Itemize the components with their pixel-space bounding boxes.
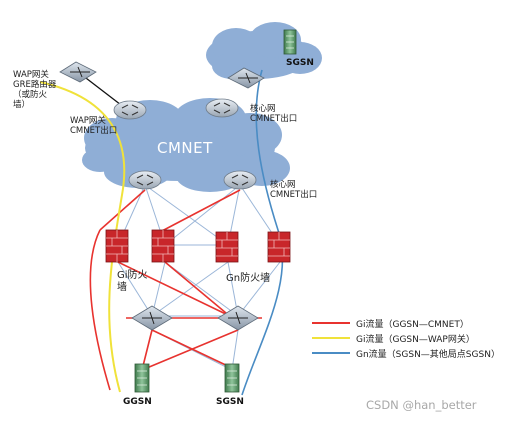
- server-icon: [283, 29, 297, 55]
- cmnet-cloud: [82, 98, 290, 192]
- firewall-icon: [215, 231, 239, 263]
- legend-item-gn: Gn流量（SGSN—其他局点SGSN）: [356, 350, 500, 360]
- switch-icon: [131, 305, 173, 331]
- router-icon: [223, 170, 257, 190]
- firewall-icon: [105, 229, 129, 263]
- gi-cmnet-traffic: [89, 189, 262, 391]
- ggsn-label: GGSN: [123, 397, 152, 407]
- switch-icon: [59, 61, 97, 83]
- core-cloud-top: [206, 22, 322, 79]
- firewall-icon: [151, 229, 175, 263]
- router-icon: [113, 100, 147, 120]
- switch-icon: [217, 305, 259, 331]
- sgsn-top-label: SGSN: [286, 58, 314, 68]
- router-icon: [205, 98, 239, 118]
- gn-firewall-label: Gn防火墙: [226, 273, 271, 284]
- switch-icon: [227, 67, 265, 89]
- wap-uplink: [81, 74, 126, 109]
- cmnet-label: CMNET: [157, 139, 213, 157]
- wap-cmnet-label: WAP网关 CMNET出口: [70, 116, 118, 136]
- router-icon: [128, 170, 162, 190]
- sgsn-bottom-label: SGSN: [216, 397, 244, 407]
- legend-item-gi-cmnet: Gi流量（GGSN—CMNET）: [356, 320, 469, 330]
- core-cmnet-top-label: 核心网 CMNET出口: [250, 104, 298, 124]
- watermark: CSDN @han_better: [366, 398, 477, 412]
- gn-traffic: [241, 69, 284, 396]
- wap-gre-label: WAP网关 GRE路由器 （或防火 墙）: [13, 70, 57, 110]
- core-cmnet-mid-label: 核心网 CMNET出口: [270, 180, 318, 200]
- firewall-icon: [267, 231, 291, 263]
- gi-firewall-label: Gi防火 墙: [117, 270, 148, 293]
- gi-wap-traffic: [39, 81, 126, 393]
- server-icon: [224, 363, 240, 393]
- server-icon: [134, 363, 150, 393]
- legend-item-gi-wap: Gi流量（GGSN—WAP网关）: [356, 335, 475, 345]
